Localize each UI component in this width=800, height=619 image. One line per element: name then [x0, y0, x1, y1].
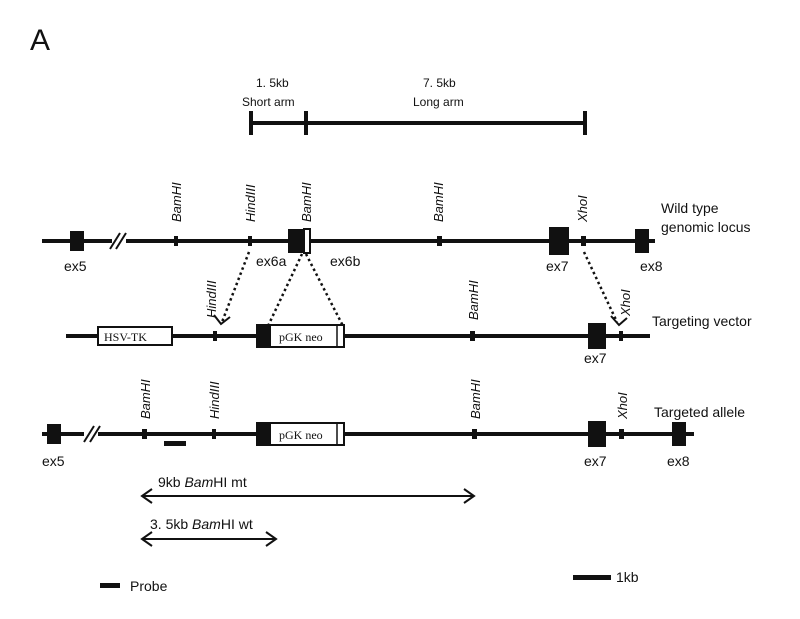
tv-exon-6a — [256, 324, 270, 348]
ta-exon-8 — [672, 422, 686, 446]
panel-label: A — [30, 24, 50, 57]
legend: Probe 1kb — [100, 569, 639, 594]
tv-exon-7 — [588, 323, 606, 349]
tv-site-tick-hindiii — [213, 331, 217, 341]
fragment-wt-label: 3. 5kb BamHI wt — [150, 516, 253, 532]
wt-site-hindiii: HindIII — [243, 184, 258, 222]
ta-break-mark-2 — [89, 425, 101, 443]
ta-site-bamhi-2: BamHI — [468, 379, 483, 419]
wt-break-mark-2 — [115, 232, 127, 250]
fragment-mt-arrow-left — [140, 488, 153, 504]
ta-site-tick-xhoi — [619, 429, 624, 439]
ta-neo-box — [269, 422, 345, 446]
ta-title: Targeted allele — [654, 404, 745, 420]
tv-site-hindiii: HindIII — [204, 280, 219, 318]
fragment-mt-arrow-right — [463, 488, 476, 504]
fragment-mt-label: 9kb BamHI mt — [158, 474, 247, 490]
ta-site-tick-hindiii — [212, 429, 216, 439]
wild-type-locus: BamHI HindIII BamHI BamHI XhoI ex5 ex6a … — [42, 182, 751, 274]
legend-probe-swatch — [100, 583, 120, 588]
arrowhead-xhoi — [610, 315, 628, 327]
wt-site-tick-bamhi-1 — [174, 236, 178, 246]
ta-exon-label-7: ex7 — [584, 453, 607, 469]
wt-site-tick-xhoi — [581, 236, 586, 246]
wt-exon-7 — [549, 227, 569, 255]
tv-site-bamhi: BamHI — [466, 280, 481, 320]
wt-site-bamhi-1: BamHI — [169, 182, 184, 222]
wt-site-bamhi-3: BamHI — [431, 182, 446, 222]
tv-site-xhoi: XhoI — [618, 289, 633, 317]
wt-exon-8 — [635, 229, 649, 253]
legend-scale-bar — [573, 575, 611, 580]
tv-site-tick-bamhi — [470, 331, 475, 341]
tv-neo-box — [269, 324, 345, 348]
long-arm-name: Long arm — [413, 95, 464, 109]
fragment-wt-arrow-right — [265, 531, 278, 547]
long-arm-size: 7. 5kb — [423, 76, 456, 90]
ta-exon-5 — [47, 424, 61, 444]
guide-hindiii — [220, 251, 251, 323]
short-arm-name: Short arm — [242, 95, 295, 109]
wt-exon-6b — [303, 228, 311, 254]
wt-exon-label-7: ex7 — [546, 258, 569, 274]
tv-hsv-tk-box — [97, 326, 173, 346]
wt-break-mark-1 — [109, 232, 121, 250]
homology-arms: 1. 5kb Short arm 7. 5kb Long arm — [242, 76, 587, 135]
ta-exon-label-5: ex5 — [42, 453, 65, 469]
wt-exon-label-8: ex8 — [640, 258, 663, 274]
wt-site-bamhi-2: BamHI — [299, 182, 314, 222]
fragment-wt-arrow-left — [140, 531, 153, 547]
tv-neo-label: pGK neo — [279, 330, 323, 344]
guide-neo-right — [304, 253, 345, 327]
tv-hsv-tk-label: HSV-TK — [104, 330, 147, 344]
ta-probe-bar — [164, 441, 186, 446]
wt-title-line1: Wild type — [661, 200, 719, 216]
targeting-vector: HSV-TK pGK neo HindIII BamHI XhoI ex7 Ta… — [66, 280, 752, 366]
legend-scale-label: 1kb — [616, 569, 639, 585]
ta-break-mark-1 — [83, 425, 95, 443]
ta-site-tick-bamhi-2 — [472, 429, 477, 439]
wt-site-tick-bamhi-3 — [437, 236, 442, 246]
ta-exon-7 — [588, 421, 606, 447]
ta-exon-label-8: ex8 — [667, 453, 690, 469]
wt-exon-5 — [70, 231, 84, 251]
wt-exon-label-6b: ex6b — [330, 253, 361, 269]
short-arm-size: 1. 5kb — [256, 76, 289, 90]
wt-site-tick-hindiii — [248, 236, 252, 246]
ta-site-tick-bamhi-1 — [142, 429, 147, 439]
wt-title-line2: genomic locus — [661, 219, 751, 235]
guide-xhoi — [582, 251, 619, 323]
ta-site-hindiii: HindIII — [207, 381, 222, 419]
restriction-fragments: 9kb BamHI mt 3. 5kb BamHI wt — [140, 474, 476, 547]
ta-exon-6a — [256, 422, 270, 446]
recombination-guides — [213, 251, 628, 327]
wt-exon-label-6a: ex6a — [256, 253, 287, 269]
ta-neo-label: pGK neo — [279, 428, 323, 442]
arrowhead-hindiii — [213, 314, 231, 326]
wt-exon-6a — [288, 229, 304, 253]
tv-site-tick-xhoi — [619, 331, 623, 341]
ta-site-bamhi-1: BamHI — [138, 379, 153, 419]
wt-exon-label-5: ex5 — [64, 258, 87, 274]
tv-exon-label-7: ex7 — [584, 350, 607, 366]
targeted-allele: pGK neo BamHI HindIII BamHI XhoI ex5 ex7… — [42, 379, 745, 469]
wt-site-xhoi: XhoI — [575, 195, 590, 223]
tv-title: Targeting vector — [652, 313, 752, 329]
ta-site-xhoi: XhoI — [615, 392, 630, 420]
legend-probe-label: Probe — [130, 578, 168, 594]
guide-neo-left — [266, 253, 304, 327]
